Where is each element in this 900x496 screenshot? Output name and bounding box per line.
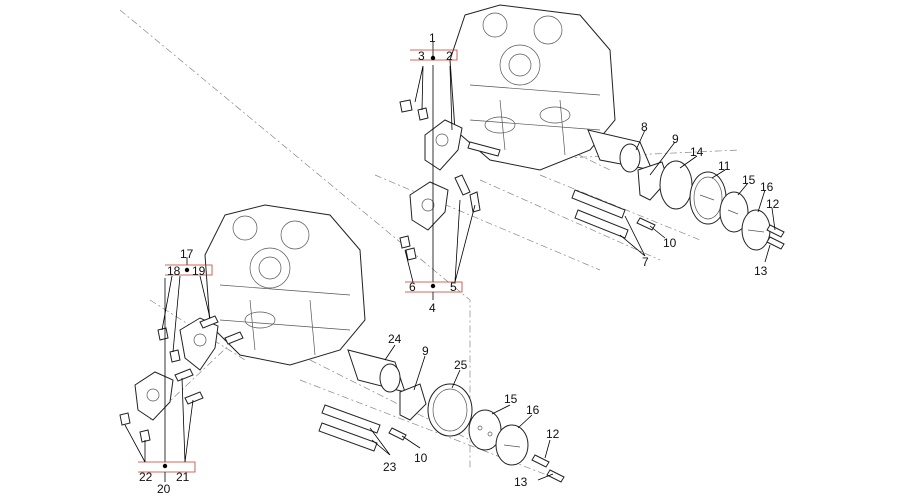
callout-24: 24 — [388, 332, 402, 346]
callout-5: 5 — [450, 280, 457, 294]
group-dot — [430, 55, 436, 61]
callout-10-upper: 10 — [663, 236, 677, 250]
callout-23: 23 — [383, 460, 397, 474]
rocker-arm-upper-2 — [409, 181, 449, 231]
push-rods-lower — [318, 404, 381, 452]
callout-19: 19 — [192, 264, 206, 278]
callout-6: 6 — [409, 280, 416, 294]
callout-10-lower: 10 — [414, 451, 428, 465]
callout-9-lower: 9 — [422, 344, 429, 358]
rocker-small-parts-upper — [399, 99, 501, 261]
callout-20: 20 — [157, 482, 171, 496]
callout-22: 22 — [139, 470, 153, 484]
callout-13-lower: 13 — [514, 475, 528, 489]
cover-disc-upper — [741, 209, 771, 251]
washer-disc-upper — [719, 191, 749, 233]
callout-12-lower: 12 — [546, 427, 560, 441]
push-rods-upper — [571, 189, 629, 239]
leader-lines — [124, 42, 776, 482]
callout-18: 18 — [167, 264, 181, 278]
callout-4: 4 — [429, 301, 436, 315]
callout-11: 11 — [718, 159, 731, 173]
callout-1: 1 — [429, 31, 436, 45]
rocker-arm-upper-1 — [424, 119, 463, 171]
callout-21: 21 — [176, 470, 190, 484]
callout-14: 14 — [690, 145, 704, 159]
cylinder-head-lower — [204, 204, 366, 366]
callout-13-upper: 13 — [754, 264, 768, 278]
rocker-arm-lower-1 — [179, 317, 219, 371]
callout-12-upper: 12 — [766, 197, 780, 211]
callout-labels: 1 2 3 4 5 6 7 8 9 10 11 12 13 14 15 16 1… — [139, 31, 780, 496]
callout-16-upper: 16 — [760, 180, 774, 194]
timing-gear-lower — [427, 383, 473, 437]
callout-16-lower: 16 — [526, 403, 540, 417]
bolts-lower — [388, 427, 565, 483]
cam-plate-upper — [637, 161, 669, 201]
cover-disc-lower — [495, 424, 529, 466]
group-dot — [430, 283, 436, 289]
sprocket-disc-upper — [659, 160, 693, 210]
cylinder-head-upper — [449, 4, 616, 171]
timing-gear-upper — [689, 171, 727, 225]
callout-15-lower: 15 — [504, 392, 518, 406]
group-dot — [184, 267, 190, 273]
bolts-upper — [636, 217, 785, 250]
group-dot — [162, 463, 168, 469]
callout-7: 7 — [642, 255, 649, 269]
camshaft-lower — [347, 349, 406, 393]
callout-17: 17 — [180, 247, 194, 261]
rocker-small-parts-lower — [119, 315, 244, 443]
callout-25: 25 — [454, 358, 468, 372]
callout-9-upper: 9 — [672, 132, 679, 146]
rocker-arm-lower-2 — [134, 371, 174, 421]
callout-2: 2 — [446, 49, 453, 63]
callout-3: 3 — [418, 49, 425, 63]
callout-15-upper: 15 — [742, 173, 756, 187]
cam-plate-lower — [399, 383, 427, 421]
callout-8: 8 — [641, 120, 648, 134]
